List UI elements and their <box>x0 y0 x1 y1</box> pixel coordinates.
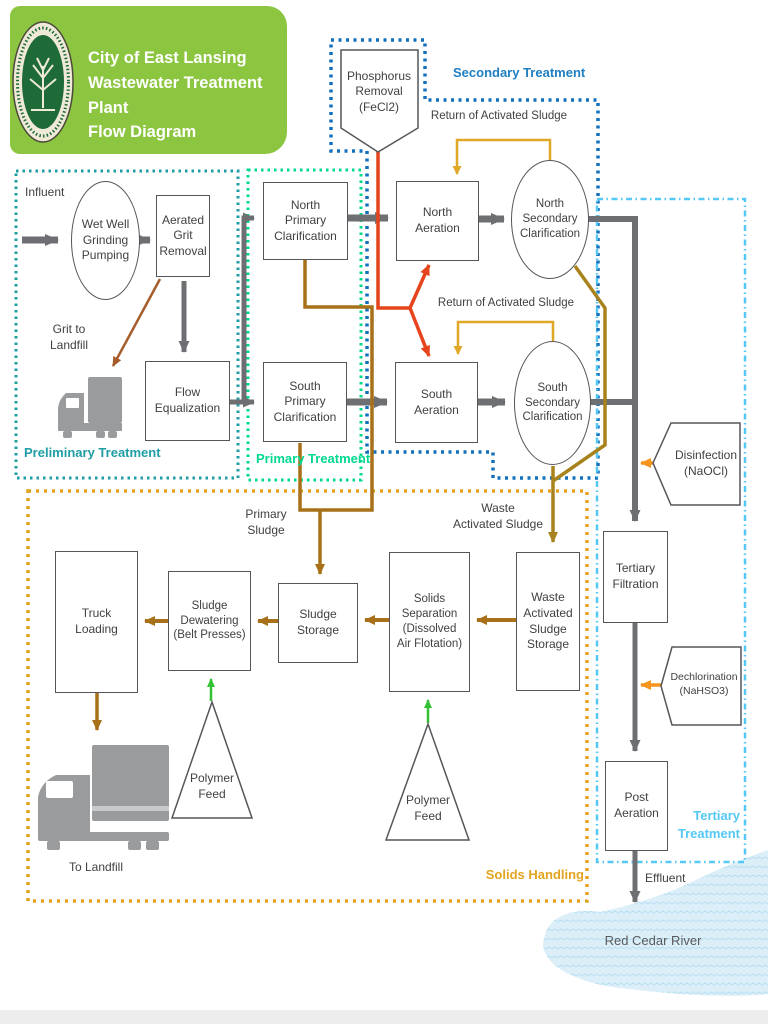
node-south-primary-clarification: South Primary Clarification <box>263 362 347 442</box>
seal-tree-icon <box>29 57 57 111</box>
header-banner: City of East Lansing Wastewater Treatmen… <box>10 6 287 154</box>
grit-to-landfill-arrow <box>111 278 162 367</box>
fecl2-to-south-aeration-arrow <box>408 307 431 357</box>
solids-handling-border <box>26 489 589 903</box>
polymer-feed-2-label: Polymer Feed <box>405 793 450 823</box>
node-solids-separation: Solids Separation (Dissolved Air Flotati… <box>389 552 470 692</box>
flow-connectors <box>22 138 661 903</box>
primary-treatment-label: Primary Treatment <box>256 451 371 466</box>
polymer-feed-1-shape <box>170 699 254 819</box>
city-seal-logo <box>12 21 74 143</box>
node-south-aeration: South Aeration <box>395 362 478 443</box>
disinfection-shape <box>652 422 741 506</box>
primary-treatment-border <box>246 168 363 482</box>
was-storage-label: Waste Activated Sludge Storage <box>523 590 573 652</box>
page-title: City of East Lansing Wastewater Treatmen… <box>88 49 263 142</box>
truck-loading-label: Truck Loading <box>75 606 118 636</box>
tertiary-treatment-label: Tertiary Treatment <box>677 808 740 841</box>
wet-well-label: Wet Well Grinding Pumping <box>81 217 130 263</box>
north-secondary-label: North Secondary Clarification <box>519 198 581 240</box>
to-landfill-label: To Landfill <box>68 860 124 874</box>
secondary-treatment-border <box>329 38 600 480</box>
solids-separation-label: Solids Separation (Dissolved Air Flotati… <box>396 593 463 650</box>
north-aeration-label: North Aeration <box>415 205 460 235</box>
node-flow-equalization: Flow Equalization <box>145 361 230 441</box>
return-sludge-north-label: Return of Activated Sludge <box>430 110 568 122</box>
preliminary-treatment-border <box>14 169 240 480</box>
grit-to-landfill-label: Grit to Landfill <box>49 322 89 352</box>
dechlorination-label: Dechlorination (NaHSO3) <box>670 671 738 697</box>
sludge-storage-label: Sludge Storage <box>296 607 340 637</box>
primary-sludge-label: Primary Sludge <box>245 507 287 537</box>
solids-handling-label: Solids Handling <box>485 867 584 882</box>
landfill-truck-icon <box>38 745 169 850</box>
node-post-aeration: Post Aeration <box>605 761 668 851</box>
grit-truck-icon <box>58 377 122 438</box>
preliminary-treatment-label: Preliminary Treatment <box>24 445 161 460</box>
fecl2-feed-line <box>376 150 410 310</box>
tertiary-treatment-border <box>595 197 747 864</box>
red-cedar-river-shape <box>543 850 768 996</box>
node-aerated-grit-removal: Aerated Grit Removal <box>156 195 210 277</box>
floweq-to-north-primary-arrow <box>230 212 255 405</box>
node-sludge-dewatering: Sludge Dewatering (Belt Presses) <box>168 571 251 671</box>
polymer-feed-1-label: Polymer Feed <box>189 771 234 801</box>
node-north-primary-clarification: North Primary Clarification <box>263 182 348 260</box>
waste-activated-sludge-label: Waste Activated Sludge <box>452 501 544 531</box>
phosphorus-removal-shape <box>340 49 419 153</box>
page-edge <box>0 1010 768 1024</box>
secondary-treatment-label: Secondary Treatment <box>453 65 586 80</box>
node-was-storage: Waste Activated Sludge Storage <box>516 552 580 691</box>
effluent-label: Effluent <box>645 871 686 885</box>
sludge-dewatering-label: Sludge Dewatering (Belt Presses) <box>173 599 246 642</box>
node-sludge-storage: Sludge Storage <box>278 583 358 663</box>
flow-equalization-label: Flow Equalization <box>154 385 221 415</box>
fecl2-to-north-aeration-arrow <box>408 264 431 309</box>
polymer-feed-2-shape <box>384 721 471 841</box>
south-aeration-label: South Aeration <box>414 386 459 417</box>
node-wet-well: Wet Well Grinding Pumping <box>71 181 140 300</box>
red-cedar-river-label: Red Cedar River <box>604 933 702 948</box>
phosphorus-removal-label: Phosphorus Removal (FeCl2) <box>346 68 412 114</box>
node-north-aeration: North Aeration <box>396 181 479 261</box>
return-sludge-north-arrow <box>452 138 552 175</box>
node-north-secondary-clarification: North Secondary Clarification <box>511 160 589 279</box>
aerated-grit-label: Aerated Grit Removal <box>159 212 207 258</box>
node-south-secondary-clarification: South Secondary Clarification <box>514 341 591 465</box>
was-north-line <box>552 264 607 483</box>
south-primary-label: South Primary Clarification <box>273 378 337 424</box>
primary-sludge-line <box>298 260 374 512</box>
nsc-to-tertiary-arrow <box>588 216 641 522</box>
tertiary-filtration-label: Tertiary Filtration <box>612 561 659 591</box>
node-truck-loading: Truck Loading <box>55 551 138 693</box>
return-sludge-south-arrow <box>453 320 555 355</box>
post-aeration-label: Post Aeration <box>614 790 659 820</box>
south-secondary-label: South Secondary Clarification <box>522 381 583 424</box>
north-primary-label: North Primary Clarification <box>274 197 337 243</box>
disinfection-label: Disinfection (NaOCl) <box>674 448 738 478</box>
influent-label: Influent <box>25 185 65 199</box>
return-sludge-south-label: Return of Activated Sludge <box>437 297 575 309</box>
dechlorination-shape <box>660 646 742 726</box>
node-tertiary-filtration: Tertiary Filtration <box>603 531 668 623</box>
